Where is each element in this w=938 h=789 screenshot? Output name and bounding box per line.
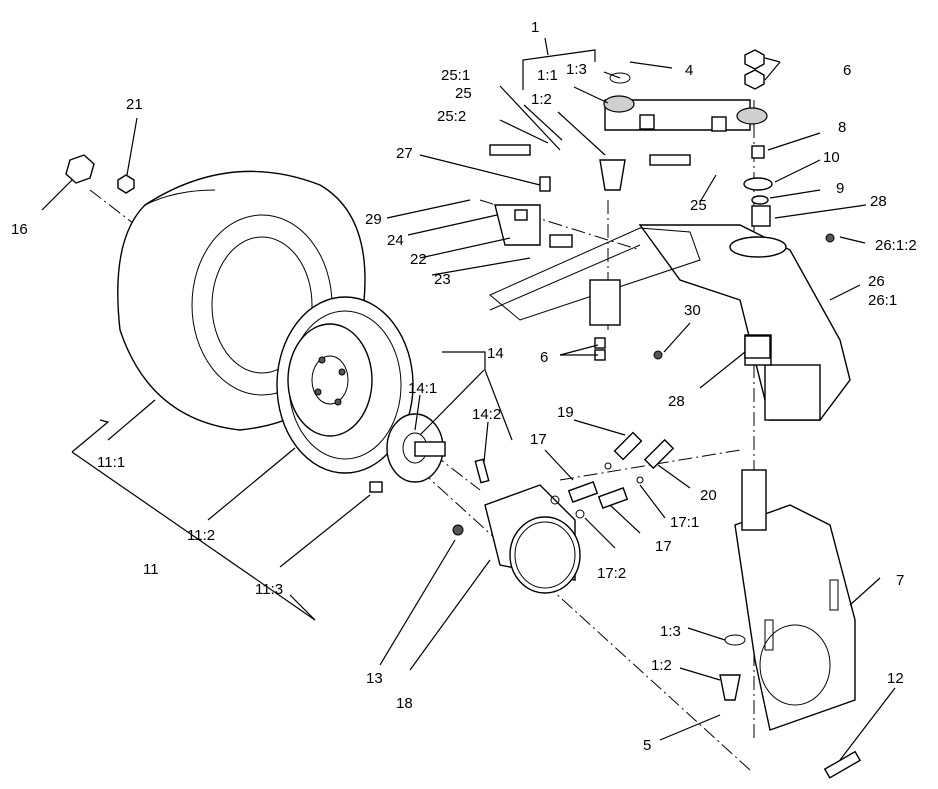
label-29: 29: [365, 211, 382, 228]
label-17-2: 17:2: [597, 565, 626, 582]
label-6b: 6: [540, 349, 548, 366]
label-25-1: 25:1: [441, 67, 470, 84]
label-14: 14: [487, 345, 504, 362]
caster-fork: [734, 469, 856, 731]
caster-arm: [638, 224, 851, 421]
label-16: 16: [11, 221, 28, 238]
wheel-rim: [276, 296, 414, 474]
label-26: 26: [868, 273, 885, 290]
leader-lines: [41, 37, 896, 761]
label-26-1-2: 26:1:2: [875, 237, 917, 254]
label-13: 13: [366, 670, 383, 687]
label-11: 11: [143, 561, 159, 578]
label-17-1: 17:1: [670, 514, 699, 531]
label-5: 5: [643, 737, 651, 754]
label-6: 6: [843, 62, 851, 79]
label-28: 28: [870, 193, 887, 210]
label-25-2: 25:2: [437, 108, 466, 125]
label-12: 12: [887, 670, 904, 687]
label-11-1: 11:1: [97, 454, 125, 471]
label-1-2: 1:2: [531, 91, 552, 108]
wheel-hub: [386, 413, 446, 483]
label-1-3: 1:3: [566, 61, 587, 78]
label-19: 19: [557, 404, 574, 421]
label-25: 25: [455, 85, 472, 102]
callout-labels: 1 1:3 4 6 25:1 1:1 25 1:2 25:2 8 21 27 1…: [11, 19, 917, 754]
wheel-motor: [484, 484, 581, 594]
label-17: 17: [530, 431, 547, 448]
label-1-3b: 1:3: [660, 623, 681, 640]
label-10: 10: [823, 149, 840, 166]
label-30: 30: [684, 302, 701, 319]
label-1-2b: 1:2: [651, 657, 672, 674]
label-21: 21: [126, 96, 143, 113]
label-14-1: 14:1: [408, 380, 437, 397]
label-27: 27: [396, 145, 413, 162]
hydraulic-fittings: [550, 431, 675, 519]
label-7: 7: [896, 572, 904, 589]
label-22: 22: [410, 251, 427, 268]
label-28b: 28: [668, 393, 685, 410]
label-24: 24: [387, 232, 404, 249]
label-20: 20: [700, 487, 717, 504]
label-11-3: 11:3: [255, 581, 283, 598]
hardware: [65, 49, 862, 779]
label-26-1: 26:1: [868, 292, 897, 309]
label-1: 1: [531, 19, 539, 36]
label-8: 8: [838, 119, 846, 136]
label-18: 18: [396, 695, 413, 712]
label-14-2: 14:2: [472, 406, 501, 423]
label-9: 9: [836, 180, 844, 197]
upper-axle-bracket: [603, 95, 768, 132]
frame-rail: [489, 227, 701, 321]
label-4: 4: [685, 62, 693, 79]
label-23: 23: [434, 271, 451, 288]
sensor-brackets: [489, 144, 691, 326]
label-1-1: 1:1: [537, 67, 558, 84]
label-17b: 17: [655, 538, 672, 555]
label-25b: 25: [690, 197, 707, 214]
ball-joints: [599, 72, 746, 701]
label-11-2: 11:2: [187, 527, 215, 544]
